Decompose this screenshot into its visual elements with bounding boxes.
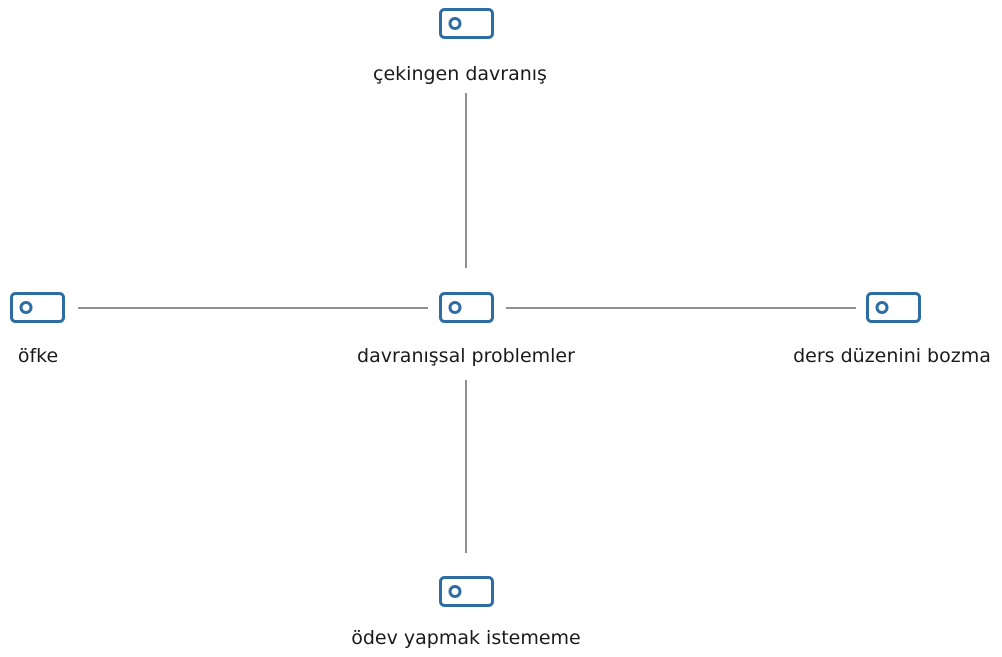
tag-icon	[10, 292, 65, 323]
node-label: öfke	[18, 345, 58, 367]
tag-icon	[439, 576, 494, 607]
tag-icon	[439, 8, 494, 39]
node-bottom[interactable]: ödev yapmak istememe	[351, 576, 581, 650]
node-label: ders düzenini bozma	[793, 345, 991, 367]
node-top[interactable]: çekingen davranış	[373, 8, 547, 86]
node-left[interactable]: öfke	[10, 292, 65, 368]
node-label: ödev yapmak istememe	[351, 627, 581, 649]
tag-icon	[439, 292, 494, 323]
node-label: çekingen davranış	[373, 63, 547, 85]
tag-icon	[866, 292, 921, 323]
node-right[interactable]: ders düzenini bozma	[793, 292, 991, 368]
node-center[interactable]: davranışsal problemler	[357, 292, 575, 368]
node-label: davranışsal problemler	[357, 345, 575, 367]
